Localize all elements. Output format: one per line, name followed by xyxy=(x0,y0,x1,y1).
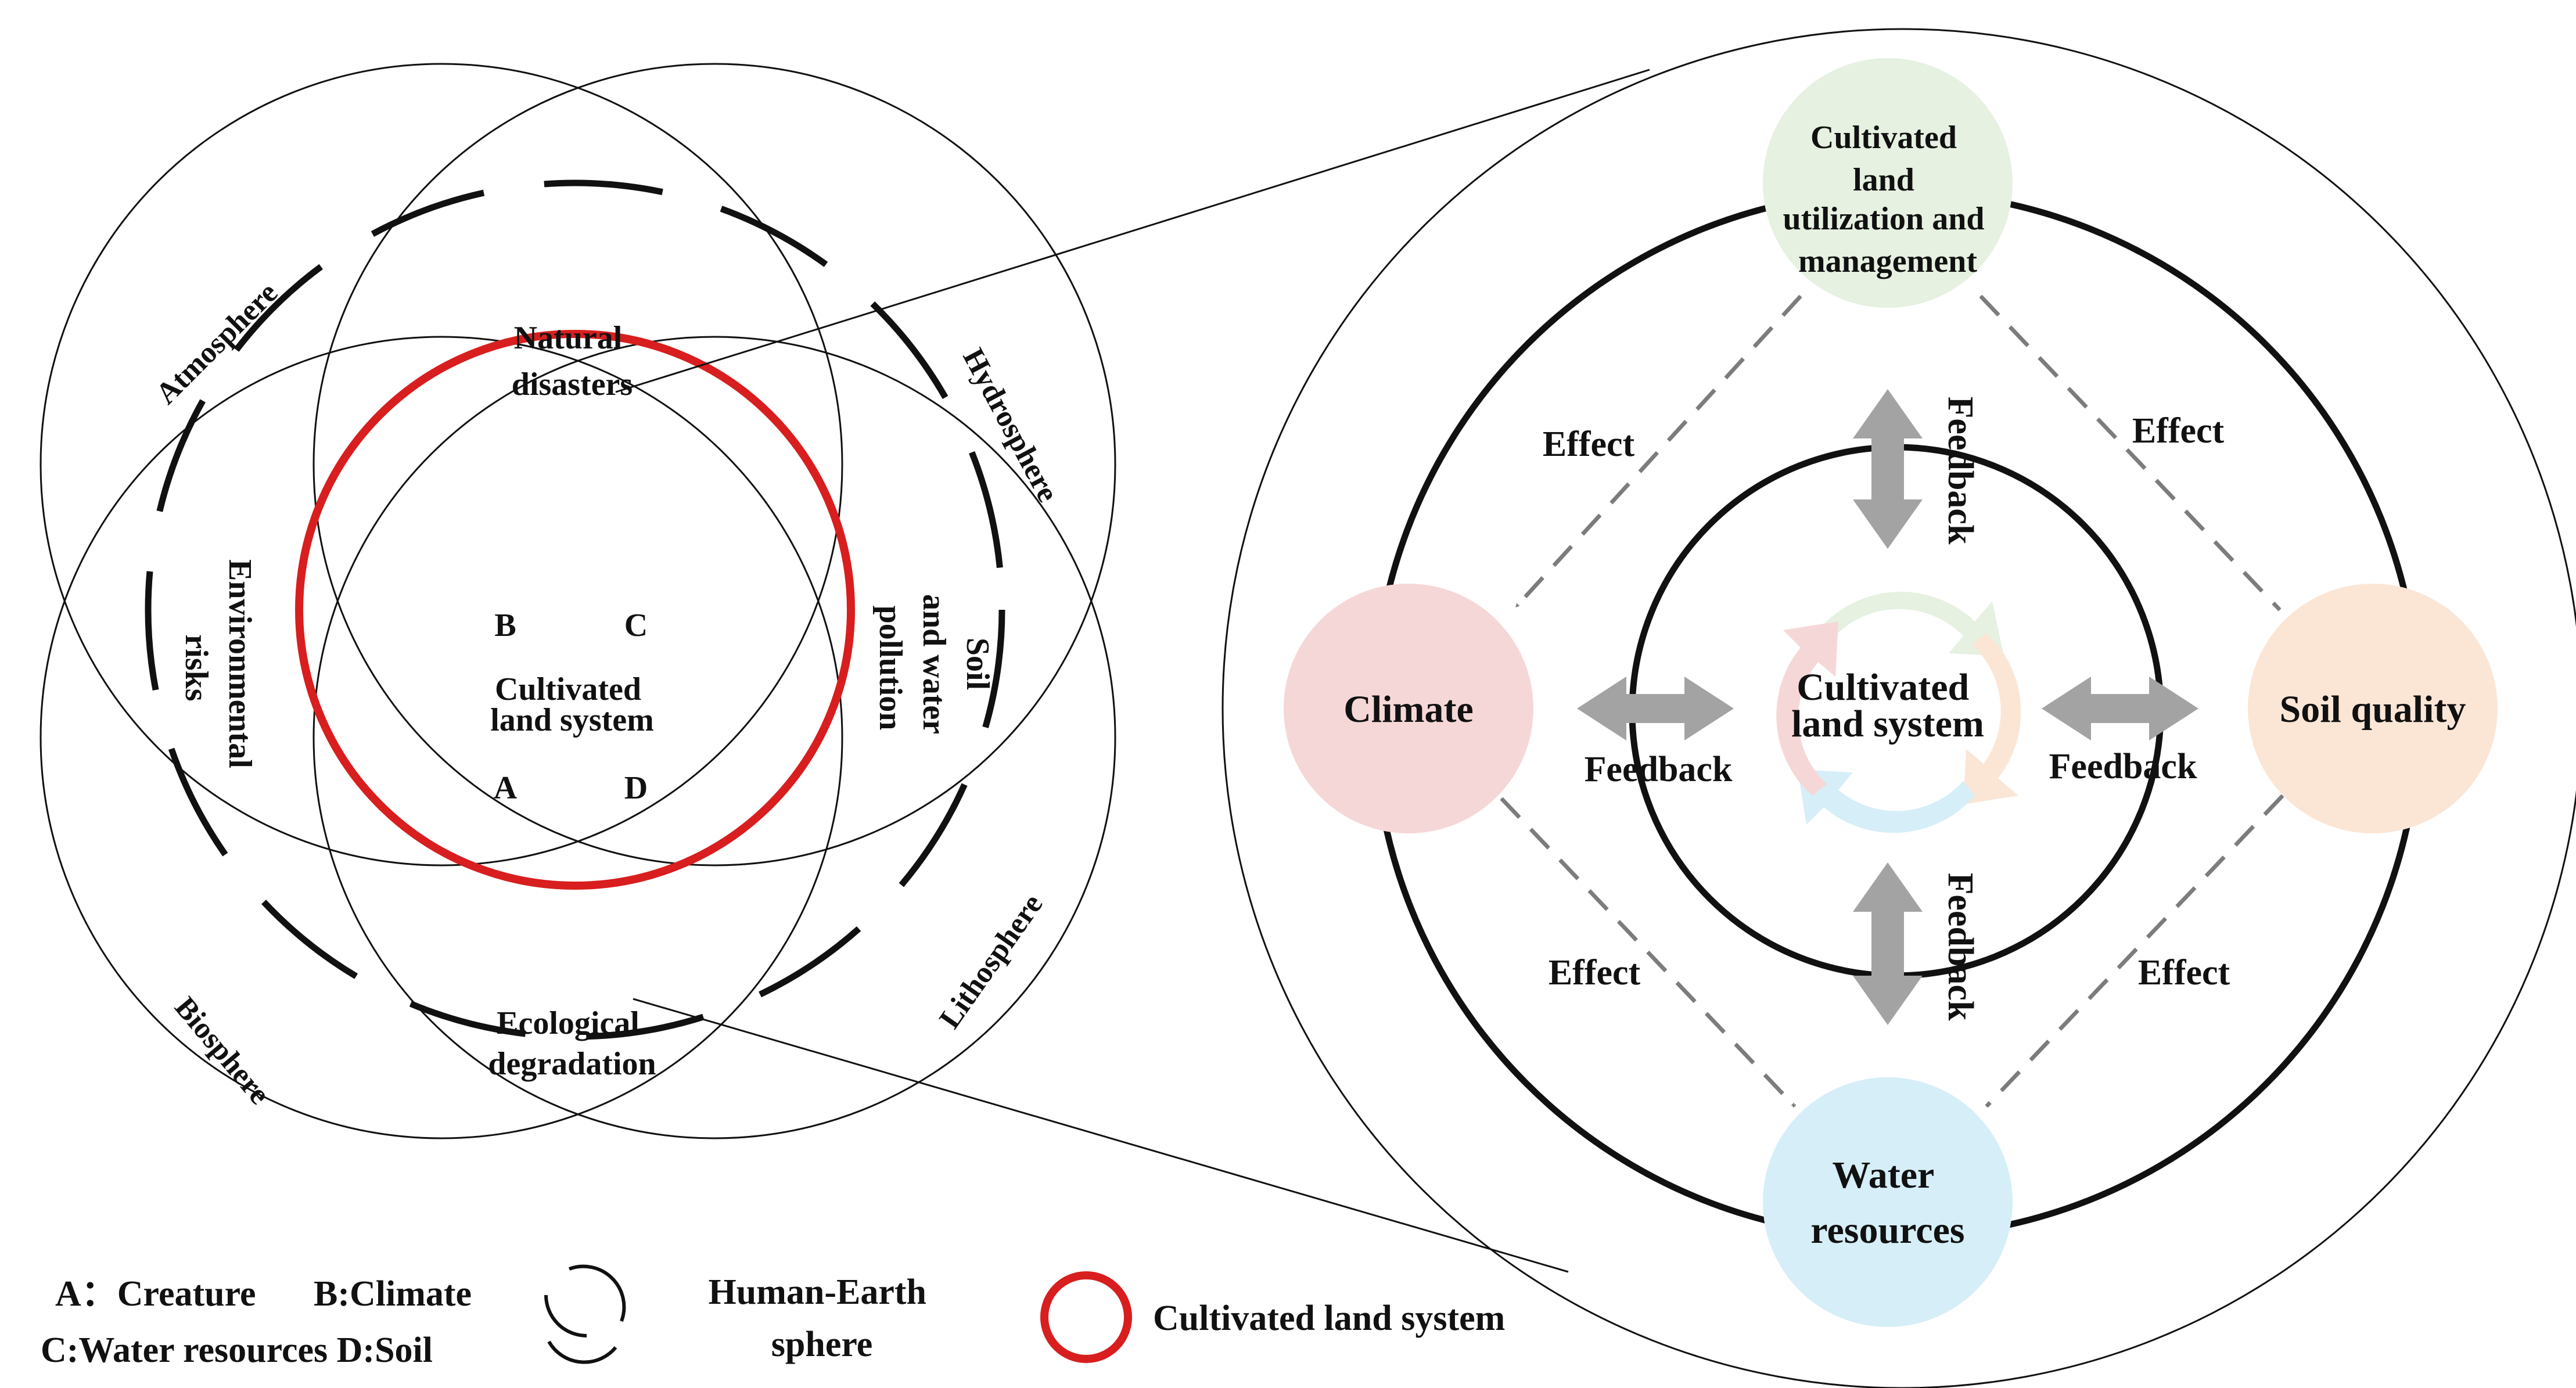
natural-disasters-label: Natural disasters xyxy=(512,320,633,402)
effect-arrow-top-right xyxy=(1979,294,2282,612)
ecological-degradation-label: Ecological degradation xyxy=(488,1005,656,1082)
effect-label-top-left: Effect xyxy=(1543,425,1635,464)
atmosphere-circle xyxy=(39,63,843,866)
feedback-label-left: Feedback xyxy=(1585,750,1733,789)
soil-water-pollution-label: Soil and water pollution xyxy=(872,594,996,742)
region-d-label: D xyxy=(624,770,648,806)
effect-arrow-top-left xyxy=(1514,294,1802,609)
right-center-title: Cultivated land system xyxy=(1791,666,1984,745)
region-a-label: A xyxy=(494,770,518,806)
central-cycle-icon xyxy=(1776,591,2021,833)
effect-label-bottom-left: Effect xyxy=(1549,953,1641,993)
legend-creature: A：Creature xyxy=(55,1274,256,1314)
zoom-connector-top xyxy=(615,69,1650,393)
right-diagram: Cultivated land system Feedback Feedback… xyxy=(1221,28,2576,1388)
feedback-arrow-left xyxy=(1577,677,1734,740)
region-b-label: B xyxy=(494,607,516,643)
legend-dashed-circle-icon xyxy=(544,1264,626,1364)
biosphere-label: Biosphere xyxy=(168,991,276,1110)
atmosphere-label: Atmosphere xyxy=(150,276,285,411)
node-right-label: Soil quality xyxy=(2280,688,2466,731)
legend-water-soil: C:Water resources D:Soil xyxy=(41,1331,433,1370)
feedback-arrow-bottom xyxy=(1853,862,1923,1025)
feedback-arrow-right xyxy=(2042,677,2198,740)
legend-human-earth-sphere: Human-Earth sphere xyxy=(709,1272,936,1364)
legend: A：Creature B:Climate C:Water resources D… xyxy=(41,1264,1505,1370)
node-top-label: Cultivated land utilization and manageme… xyxy=(1783,120,1993,279)
feedback-arrow-top xyxy=(1853,389,1923,549)
human-earth-sphere-dashed-circle xyxy=(145,179,1005,1040)
region-c-label: C xyxy=(624,607,648,643)
feedback-label-top: Feedback xyxy=(1941,397,1980,545)
feedback-label-bottom: Feedback xyxy=(1941,873,1980,1021)
legend-red-ring-icon xyxy=(1040,1271,1132,1363)
zoom-outer-circle xyxy=(1221,28,2576,1388)
effect-label-bottom-right: Effect xyxy=(2138,953,2230,993)
effect-label-top-right: Effect xyxy=(2132,411,2225,451)
lithosphere-label: Lithosphere xyxy=(933,889,1049,1035)
node-bottom-label: Water resources xyxy=(1810,1154,1964,1252)
node-left-circle xyxy=(1284,584,1533,833)
effect-arrow-bottom-right xyxy=(1985,794,2284,1108)
node-bottom-circle xyxy=(1763,1077,2013,1327)
zoom-connector-bottom xyxy=(633,998,1569,1273)
left-center-title: Cultivated land system xyxy=(490,671,654,738)
legend-climate: B:Climate xyxy=(314,1274,472,1314)
node-top-circle xyxy=(1763,58,2013,308)
node-left-label: Climate xyxy=(1343,688,1474,731)
effect-arrow-bottom-left xyxy=(1500,797,1797,1108)
biosphere-circle xyxy=(39,336,843,1139)
node-right-circle xyxy=(2248,584,2498,833)
hydrosphere-label: Hydrosphere xyxy=(956,343,1064,508)
cultivated-land-system-ring xyxy=(295,330,855,890)
legend-cultivated-land-system: Cultivated land system xyxy=(1153,1299,1505,1338)
feedback-label-right: Feedback xyxy=(2049,747,2197,786)
lithosphere-circle xyxy=(312,336,1116,1139)
environmental-risks-label: Environmental risks xyxy=(178,559,258,776)
hydrosphere-circle xyxy=(312,63,1116,866)
